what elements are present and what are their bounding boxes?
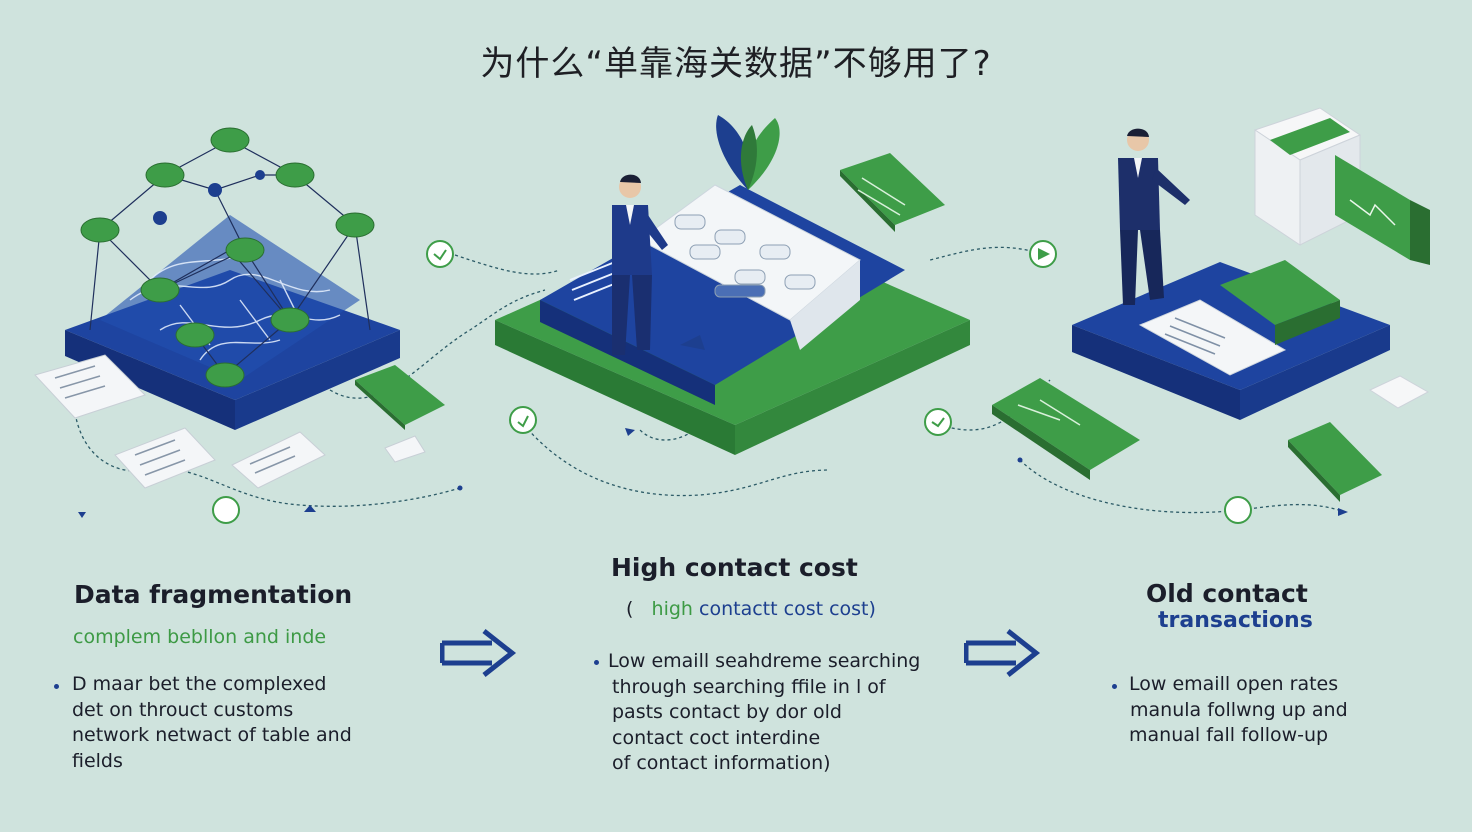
column-heading-transactions: transactions	[1158, 608, 1313, 633]
center-platform-illustration	[495, 115, 970, 455]
bullet-line: network netwact of table and	[72, 724, 352, 746]
left-platform-illustration	[34, 127, 445, 489]
column-subtitle-1-text: complem bebllon and inde	[73, 626, 327, 648]
column-bullets-2: Low emaill seahdreme searching through s…	[608, 649, 920, 777]
connector-arrowheads	[78, 428, 1348, 518]
bullet-line: pasts contact by dor old	[612, 701, 842, 723]
column-subtitle-2: ( high contactt cost cost)	[626, 598, 876, 620]
bullet-line: through searching ffile in l of	[612, 675, 886, 698]
subtitle-rest: contactt cost cost)	[699, 598, 876, 620]
right-platform-illustration	[992, 107, 1430, 502]
bullet-line: Low emaill seahdreme searching	[608, 650, 921, 672]
bullet-line: manual fall follow-up	[1129, 724, 1329, 746]
isometric-illustration	[34, 107, 1430, 524]
businessman-figure-right	[1118, 128, 1190, 305]
circle-badges	[212, 240, 1252, 524]
bullet-dot	[1112, 684, 1117, 689]
page-title: 为什么“单靠海关数据”不够用了?	[480, 44, 992, 84]
subtitle-open-paren: (	[626, 598, 634, 620]
column-heading-data-fragmentation: Data fragmentation	[74, 580, 353, 609]
column-bullets-3: Low emaill open rates manula follwng up …	[1129, 672, 1348, 749]
bullet-line: D maar bet the complexed	[72, 673, 327, 695]
bullet-line: fields	[72, 749, 123, 772]
column-subtitle-1: complem bebllon and inde	[73, 626, 326, 648]
column-heading-old-contact: Old contact	[1146, 579, 1308, 608]
bullet-line: manula follwng up and	[1130, 698, 1348, 721]
double-arrow-right-icon	[440, 629, 517, 677]
bullet-line: det on throuct customs	[72, 698, 294, 721]
bullet-line: Low emaill open rates	[1129, 673, 1339, 695]
bullet-dot	[54, 684, 59, 689]
businessman-figure-center	[612, 174, 668, 355]
column-heading-high-contact-cost: High contact cost	[611, 553, 858, 582]
bullet-line: of contact information)	[612, 752, 831, 774]
bullet-line: contact coct interdine	[612, 726, 821, 749]
column-bullets-1: D maar bet the complexed det on throuct …	[72, 672, 352, 774]
bullet-dot	[594, 660, 599, 665]
double-arrow-right-icon	[964, 629, 1041, 677]
subtitle-highlight: high	[651, 598, 693, 620]
